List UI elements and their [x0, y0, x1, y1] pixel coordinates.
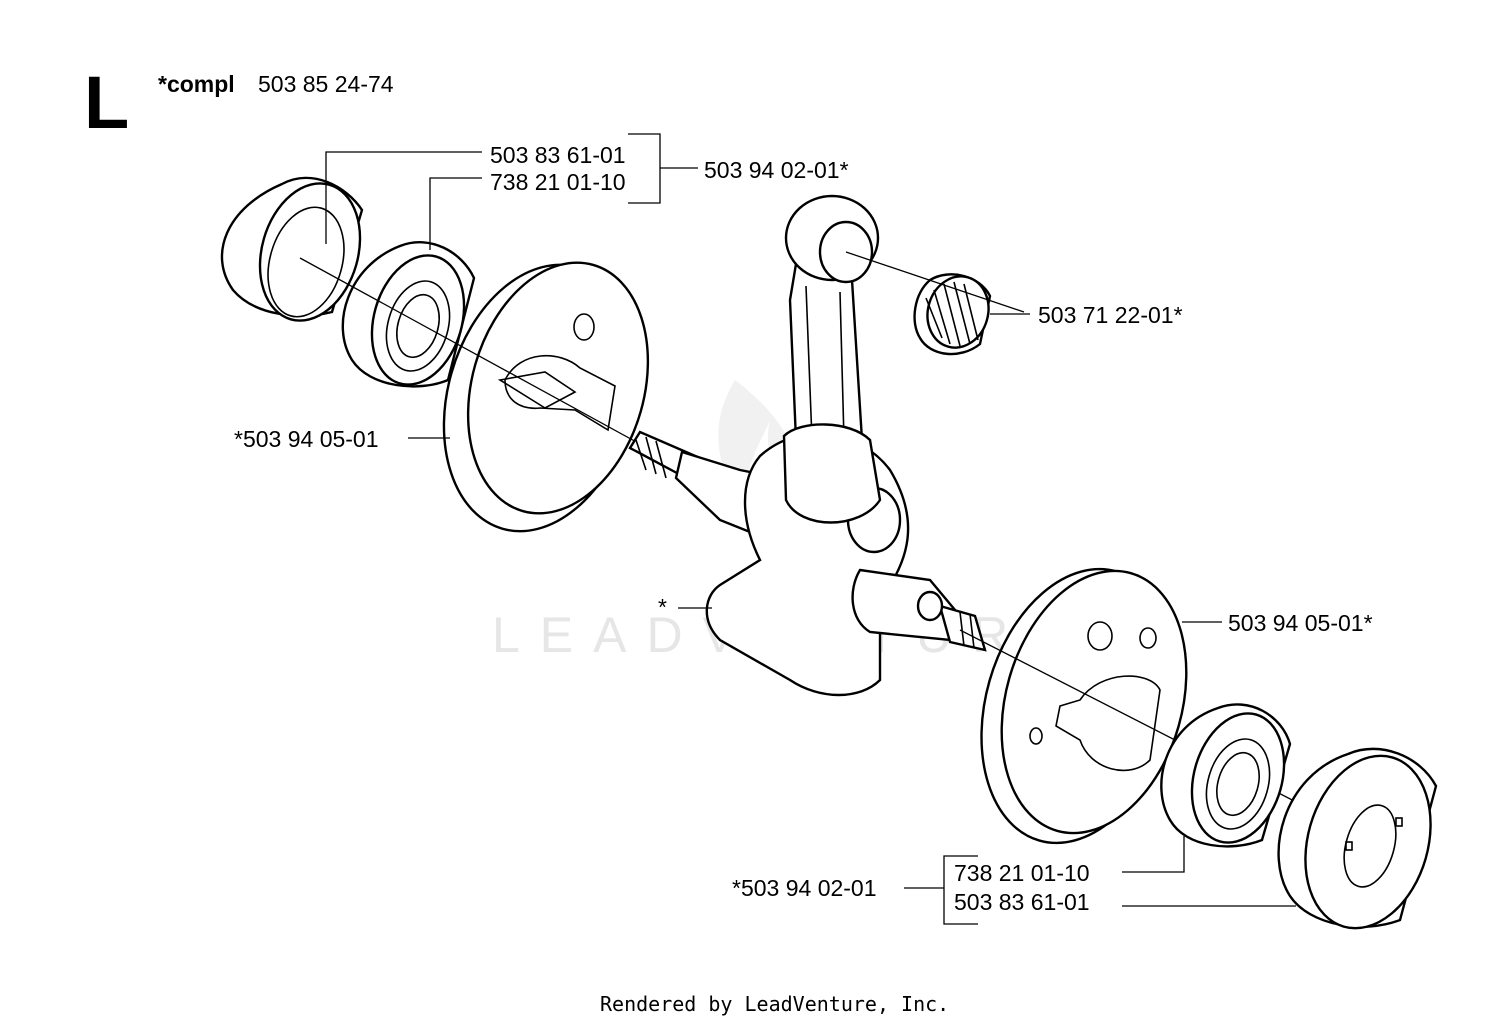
- oil-seal-left: [220, 176, 364, 322]
- label-needle-bearing: 503 71 22-01*: [1038, 302, 1183, 328]
- needle-bearing: [913, 273, 992, 356]
- ball-bearing-left: [341, 241, 476, 388]
- label-top-kit: 503 94 02-01*: [704, 157, 849, 183]
- oil-seal-right: [1277, 747, 1438, 930]
- leader-top-bearing: [429, 177, 482, 250]
- section-letter: L: [84, 61, 129, 144]
- leader-top-seal: [325, 151, 482, 244]
- label-bottom-kit: *503 94 02-01: [732, 875, 877, 901]
- label-left-half: *503 94 05-01: [234, 426, 379, 452]
- label-bottom-seal: 503 83 61-01: [954, 889, 1090, 915]
- label-bottom-bearing: 738 21 01-10: [954, 860, 1090, 886]
- compl-label: *compl: [158, 71, 235, 97]
- bracket-bottom: [943, 855, 978, 925]
- label-top-bearing: 738 21 01-10: [490, 169, 626, 195]
- leader-bottom-bearing: [1122, 836, 1185, 873]
- axis-line-needle: [845, 251, 1025, 313]
- crankshaft-half-left: [442, 261, 650, 533]
- compl-part-number: 503 85 24-74: [258, 71, 394, 97]
- ball-bearing-right: [1160, 703, 1292, 848]
- crankshaft-half-right: [980, 567, 1188, 845]
- label-crankshaft: *: [658, 594, 667, 620]
- label-top-seal: 503 83 61-01: [490, 142, 626, 168]
- bracket-top: [628, 133, 661, 204]
- footer-credit: Rendered by LeadVenture, Inc.: [600, 992, 949, 1016]
- label-right-half: 503 94 05-01*: [1228, 610, 1373, 636]
- axis-line-left: [299, 257, 641, 445]
